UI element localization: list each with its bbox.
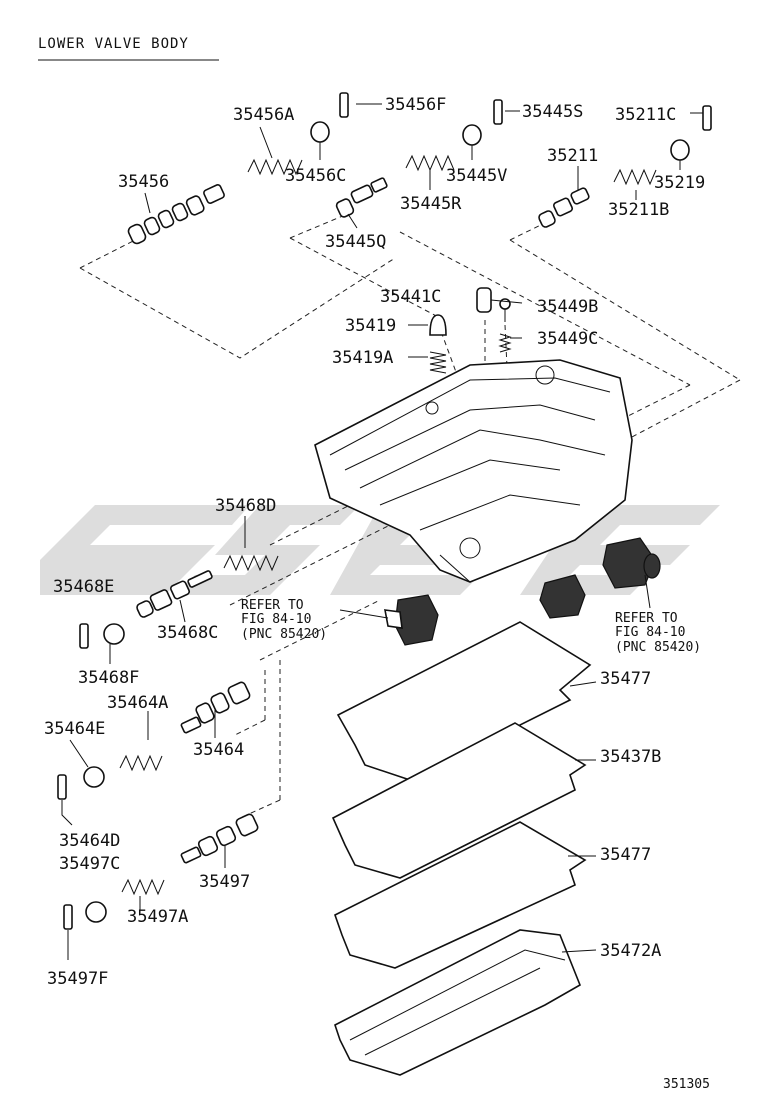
part-35441C-sleeve bbox=[476, 287, 492, 313]
part-35468D-spring bbox=[223, 554, 279, 572]
upper-valve-body bbox=[314, 359, 633, 583]
label-35419: 35419 bbox=[345, 316, 396, 336]
label-35211B: 35211B bbox=[608, 200, 669, 220]
refer-left-line3: (PNC 85420) bbox=[241, 627, 327, 642]
lower-valve-body-35472A bbox=[334, 929, 582, 1076]
refer-note-right: REFER TO FIG 84-10 (PNC 85420) bbox=[615, 611, 701, 655]
label-35211C: 35211C bbox=[615, 105, 676, 125]
part-35449C-spring bbox=[498, 333, 512, 353]
gasket-35477-upper bbox=[336, 621, 592, 781]
label-35441C: 35441C bbox=[380, 287, 441, 307]
part-35456A-spring bbox=[247, 158, 303, 176]
label-35445S: 35445S bbox=[522, 102, 583, 122]
part-35464-valve bbox=[180, 681, 251, 734]
label-35497A: 35497A bbox=[127, 907, 188, 927]
leader-lines bbox=[67, 103, 703, 960]
label-35456: 35456 bbox=[118, 172, 169, 192]
label-35445Q: 35445Q bbox=[325, 232, 386, 252]
part-35468C-valve bbox=[136, 570, 213, 618]
label-35464E: 35464E bbox=[44, 719, 105, 739]
label-35468F: 35468F bbox=[78, 668, 139, 688]
label-35456C: 35456C bbox=[285, 166, 346, 186]
part-35468E-pin bbox=[79, 623, 89, 649]
refer-right-line3: (PNC 85420) bbox=[615, 640, 701, 655]
part-35211C-pin bbox=[702, 105, 712, 131]
gasket-35477-lower bbox=[334, 821, 587, 969]
part-labels: 35456A 35456F 35445S 35211C 35456 35456C… bbox=[44, 95, 705, 989]
label-35419A: 35419A bbox=[332, 348, 393, 368]
label-35445R: 35445R bbox=[400, 194, 462, 214]
part-35456C-plug bbox=[310, 121, 330, 143]
part-35449B-ball bbox=[499, 298, 511, 322]
label-35464: 35464 bbox=[193, 740, 244, 760]
label-35464A: 35464A bbox=[107, 693, 168, 713]
label-35477-lower: 35477 bbox=[600, 845, 651, 865]
part-35464E-plug bbox=[83, 766, 105, 788]
label-35437B: 35437B bbox=[600, 747, 661, 767]
label-35497F: 35497F bbox=[47, 969, 108, 989]
solenoid-left bbox=[384, 594, 439, 646]
refer-left-line1: REFER TO bbox=[241, 598, 304, 613]
part-35497C-plug bbox=[85, 901, 107, 923]
part-35464D-pin bbox=[57, 774, 73, 826]
label-35468D: 35468D bbox=[215, 496, 276, 516]
part-35497A-spring bbox=[121, 878, 165, 896]
part-35464A-spring bbox=[119, 754, 163, 772]
label-35468E: 35468E bbox=[53, 577, 114, 597]
label-35449B: 35449B bbox=[537, 297, 598, 317]
part-35456F-pin bbox=[339, 92, 349, 118]
part-35211-valve bbox=[538, 187, 590, 228]
label-35468C: 35468C bbox=[157, 623, 218, 643]
solenoid-right bbox=[602, 537, 661, 589]
refer-left-line2: FIG 84-10 bbox=[241, 612, 311, 627]
label-35211: 35211 bbox=[547, 146, 598, 166]
refer-right-line2: FIG 84-10 bbox=[615, 625, 685, 640]
part-35445Q-valve bbox=[335, 177, 388, 218]
label-35456A: 35456A bbox=[233, 105, 294, 125]
figure-id: 351305 bbox=[663, 1077, 710, 1092]
refer-note-left: REFER TO FIG 84-10 (PNC 85420) bbox=[241, 598, 327, 642]
part-35497-valve bbox=[180, 813, 259, 864]
part-35211B-spring bbox=[613, 168, 657, 186]
label-35472A: 35472A bbox=[600, 941, 661, 961]
part-35445S-pin bbox=[493, 99, 503, 125]
diagram-title: LOWER VALVE BODY bbox=[38, 36, 189, 52]
solenoid-middle bbox=[539, 574, 586, 619]
label-35449C: 35449C bbox=[537, 329, 598, 349]
label-35477-upper: 35477 bbox=[600, 669, 651, 689]
part-35219-plug bbox=[670, 139, 690, 161]
label-35464D: 35464D bbox=[59, 831, 120, 851]
separator-plate-35437B bbox=[331, 722, 587, 879]
part-35419A-spring bbox=[429, 351, 447, 374]
label-35445V: 35445V bbox=[446, 166, 507, 186]
part-35445V-plug bbox=[462, 124, 482, 146]
label-35497: 35497 bbox=[199, 872, 250, 892]
label-35497C: 35497C bbox=[59, 854, 120, 874]
label-35456F: 35456F bbox=[385, 95, 446, 115]
part-35468F-plug bbox=[103, 623, 125, 645]
label-35219: 35219 bbox=[654, 173, 705, 193]
part-35419-check-ball bbox=[429, 314, 447, 336]
part-35456-valve bbox=[127, 184, 225, 245]
refer-right-line1: REFER TO bbox=[615, 611, 678, 626]
part-35497F-pin bbox=[63, 904, 73, 930]
